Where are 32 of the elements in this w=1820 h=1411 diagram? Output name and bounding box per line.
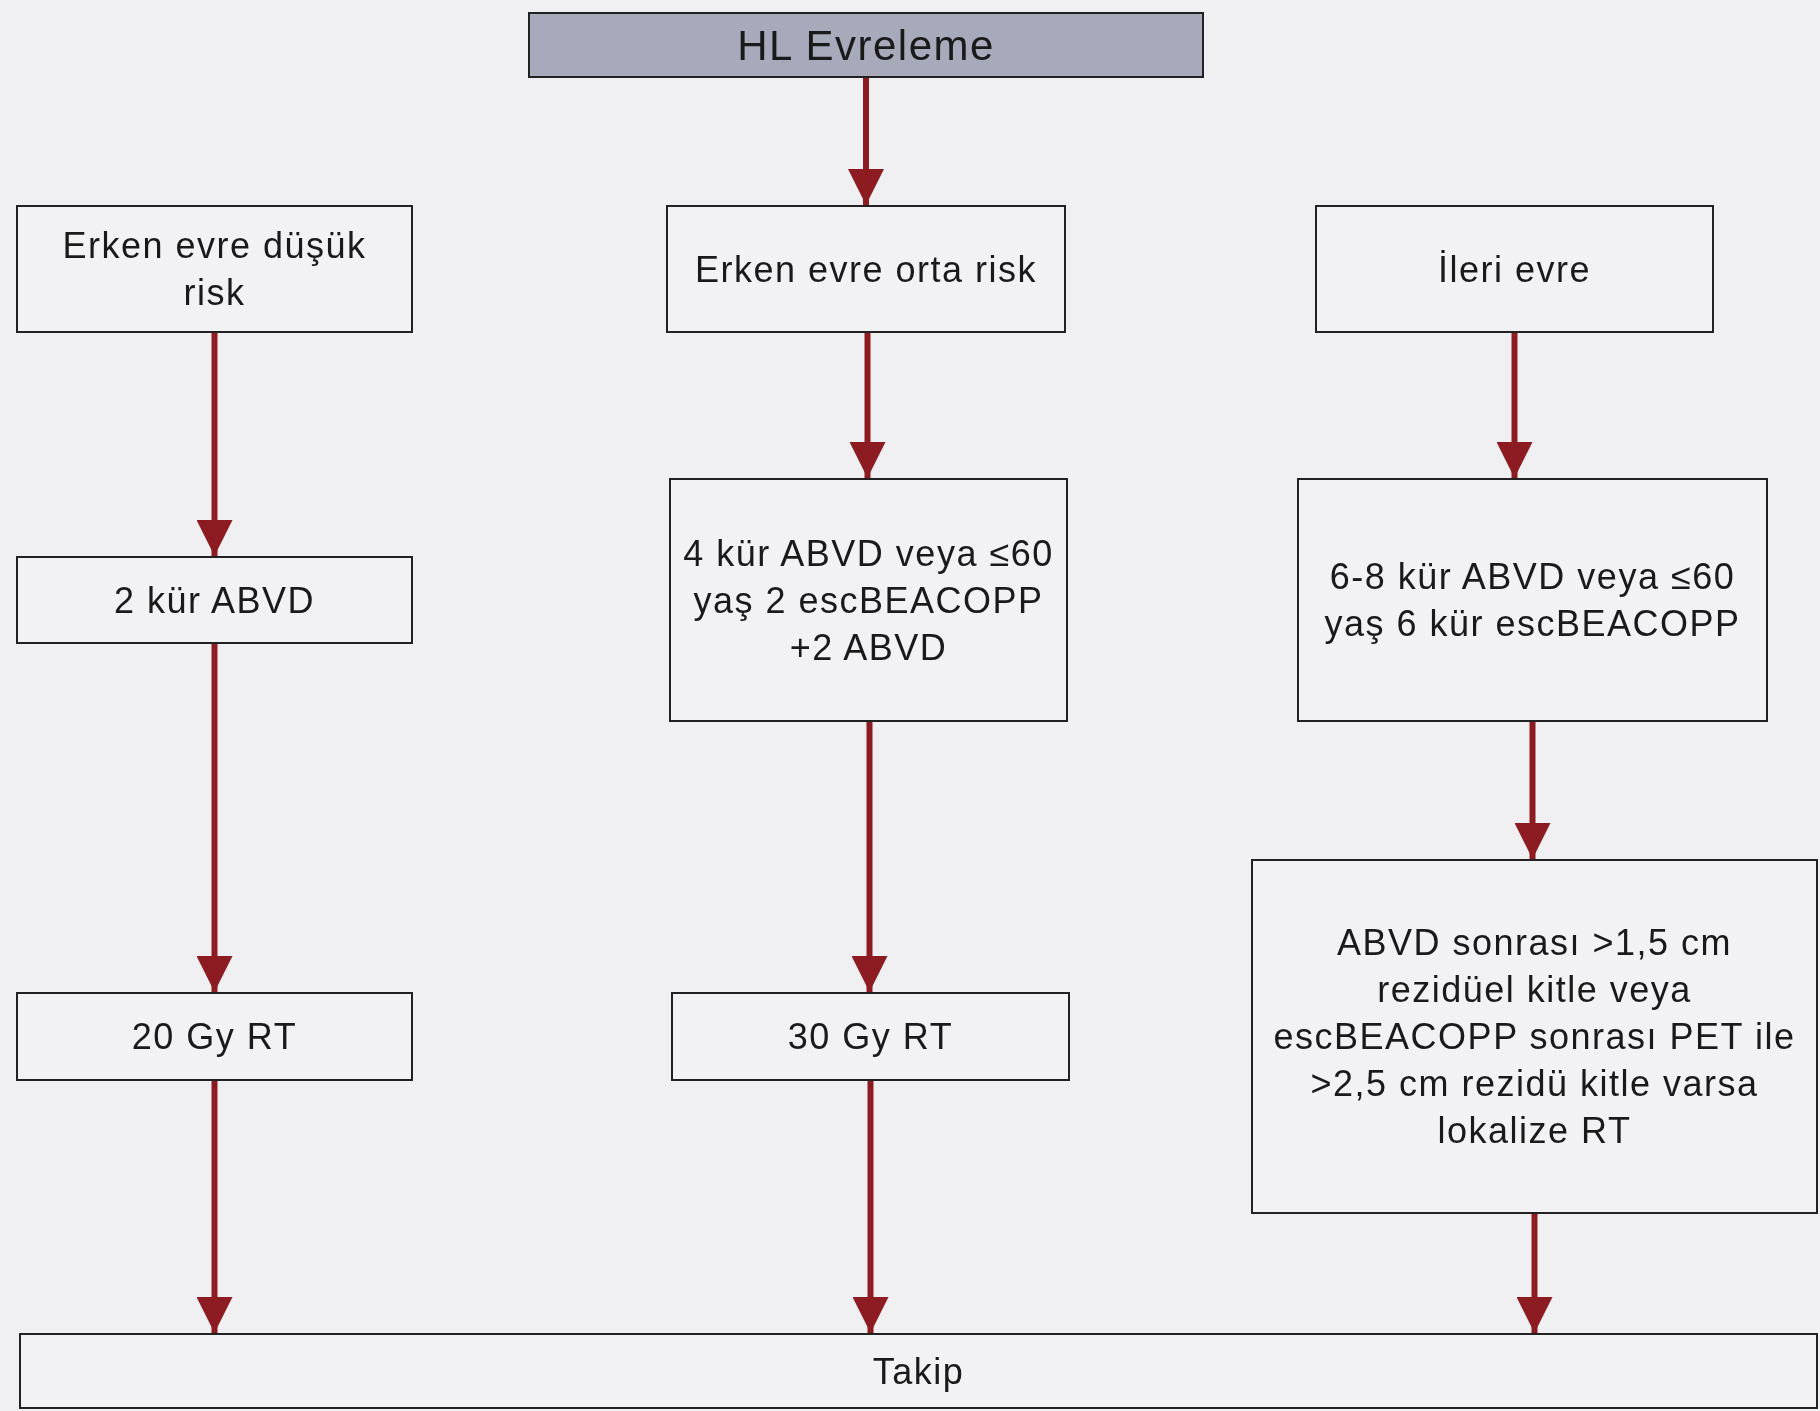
process-box: [16, 556, 413, 644]
arrow: [196, 1081, 233, 1333]
process-box: [1315, 205, 1714, 333]
box-text: İleri evre: [1436, 247, 1592, 292]
title-box: [528, 12, 1204, 78]
arrow: [1514, 722, 1551, 859]
box-text: ABVD sonrası >1,5 cm rezidüel kitle veya escBEACOPP sonrası PET ile >2,5 cm rezidü kitle varsa lokalize RT: [1272, 921, 1797, 1153]
box-text: 30 Gy RT: [786, 1015, 955, 1059]
process-box: [19, 1333, 1818, 1409]
box-text: 6-8 kür ABVD veya ≤60 yaş 6 kür escBEACOPP: [1323, 555, 1742, 646]
arrow: [849, 333, 886, 478]
process-box: [671, 992, 1070, 1081]
box-text: 4 kür ABVD veya ≤60 yaş 2 escBEACOPP +2 ABVD: [682, 531, 1055, 670]
process-box: [666, 205, 1066, 333]
box-text: 2 kür ABVD: [112, 578, 317, 623]
process-box: [16, 992, 413, 1081]
process-box: [669, 478, 1068, 722]
box-text: Erken evre düşük risk: [61, 224, 368, 315]
arrow: [1516, 1214, 1553, 1333]
arrow: [196, 333, 233, 556]
title-text: HL Evreleme: [736, 21, 996, 69]
arrow: [1496, 333, 1533, 478]
arrow: [848, 78, 884, 205]
box-text: 20 Gy RT: [130, 1015, 299, 1059]
process-box: [1251, 859, 1818, 1214]
box-text: Erken evre orta risk: [693, 247, 1039, 292]
box-text: Takip: [871, 1349, 966, 1394]
process-box: [1297, 478, 1768, 722]
arrow: [196, 644, 233, 992]
process-box: [16, 205, 413, 333]
arrow: [851, 722, 888, 992]
arrow: [852, 1081, 889, 1333]
